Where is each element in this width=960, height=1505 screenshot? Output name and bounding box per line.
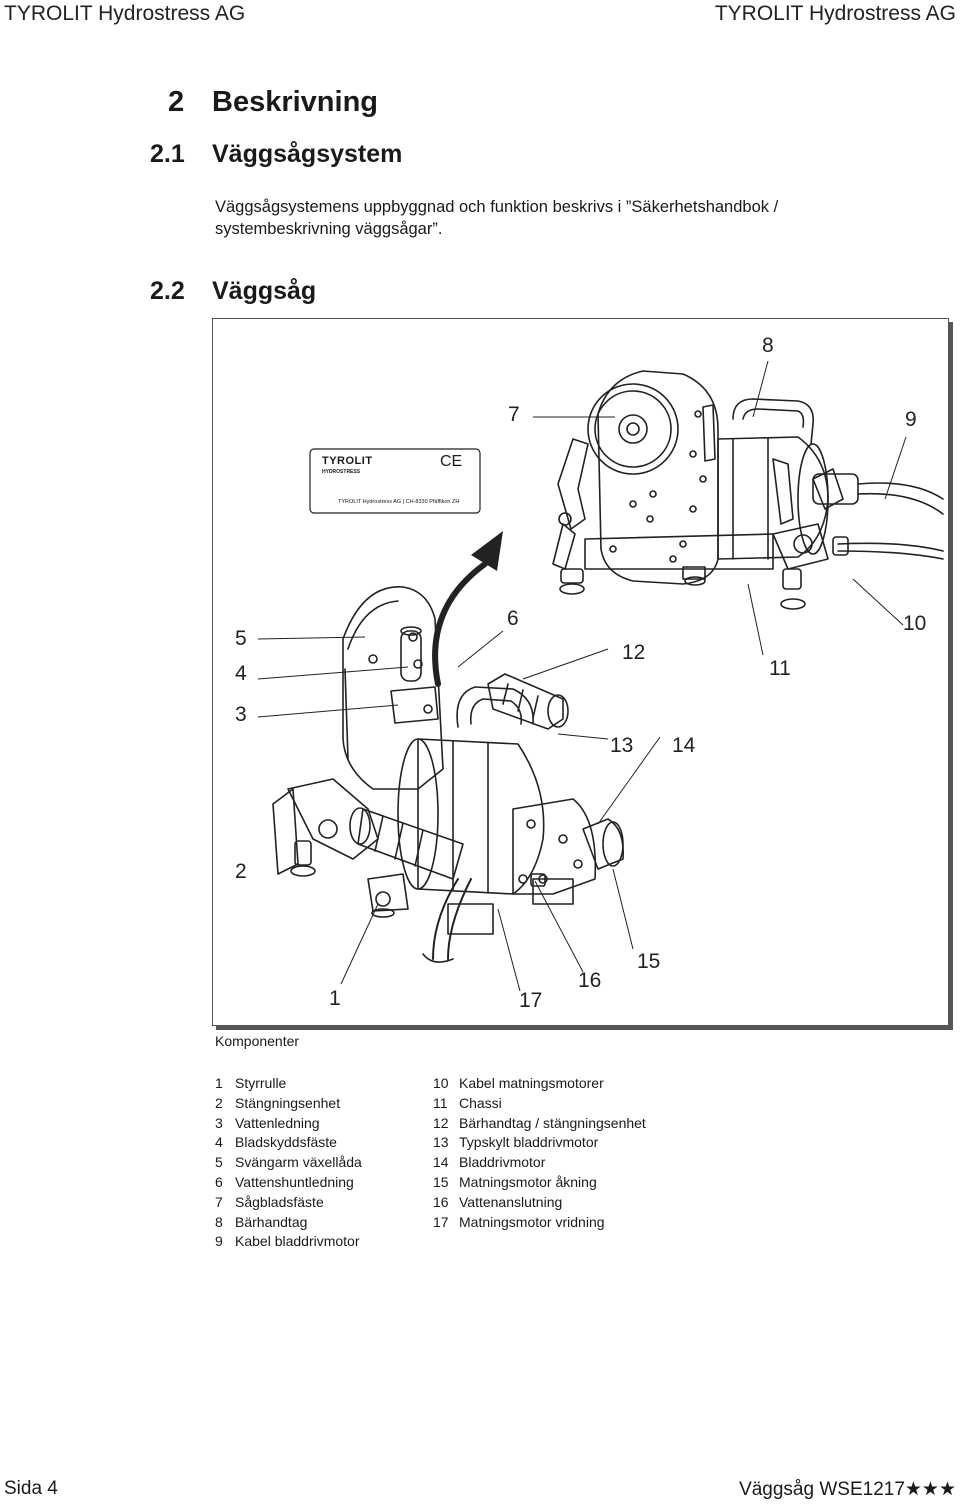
callout-6: 6 bbox=[507, 607, 519, 630]
plate-logo: TYROLIT bbox=[322, 455, 373, 467]
subsection-title: Väggsågsystem bbox=[212, 140, 403, 168]
callout-2: 2 bbox=[235, 860, 247, 883]
header-right: TYROLIT Hydrostress AG bbox=[714, 2, 956, 25]
callout-4: 4 bbox=[235, 662, 247, 685]
intro-paragraph: Väggsågsystemens uppbyggnad och funktion… bbox=[215, 198, 779, 238]
callout-7: 7 bbox=[508, 403, 520, 426]
callout-13: 13 bbox=[610, 734, 634, 757]
header-left: TYROLIT Hydrostress AG bbox=[4, 2, 246, 25]
subsection-title: Väggsåg bbox=[212, 277, 317, 305]
callout-17: 17 bbox=[519, 989, 543, 1012]
section-number: 2 bbox=[168, 86, 185, 118]
plate-text: TYROLIT Hydrostress AG | CH-8330 Pfäffik… bbox=[338, 499, 460, 505]
wall-saw-figure: TYROLIT HYDROSTRESS CE TYROLIT Hydrostre… bbox=[212, 318, 949, 1026]
subsection-number: 2.1 bbox=[150, 140, 185, 168]
plate-logo-sub: HYDROSTRESS bbox=[322, 469, 361, 475]
callout-14: 14 bbox=[672, 734, 696, 757]
callout-5: 5 bbox=[235, 627, 247, 650]
callout-10: 10 bbox=[903, 612, 927, 635]
callout-1: 1 bbox=[329, 987, 341, 1010]
footer-page-number: Sida 4 bbox=[4, 1478, 58, 1499]
callout-9: 9 bbox=[905, 408, 917, 431]
section-title: Beskrivning bbox=[212, 86, 378, 118]
section-heading: 2 Beskrivning bbox=[168, 86, 378, 119]
callout-16: 16 bbox=[578, 969, 602, 992]
subsection-heading-2-2: 2.2 Väggsåg bbox=[150, 277, 316, 306]
callout-8: 8 bbox=[762, 334, 774, 357]
subsection-heading-2-1: 2.1 Väggsågsystem bbox=[150, 140, 402, 169]
callout-11: 11 bbox=[769, 657, 791, 680]
callout-15: 15 bbox=[637, 950, 661, 973]
subsection-number: 2.2 bbox=[150, 277, 185, 305]
ce-mark: CE bbox=[440, 453, 463, 470]
footer-product-name: Väggsåg WSE1217★★★ bbox=[739, 1479, 956, 1500]
callout-3: 3 bbox=[235, 703, 247, 726]
wall-saw-illustration bbox=[257, 360, 944, 992]
figure-caption: Komponenter bbox=[215, 1033, 300, 1049]
type-plate: TYROLIT HYDROSTRESS CE TYROLIT Hydrostre… bbox=[310, 449, 480, 513]
callout-12: 12 bbox=[622, 641, 646, 664]
